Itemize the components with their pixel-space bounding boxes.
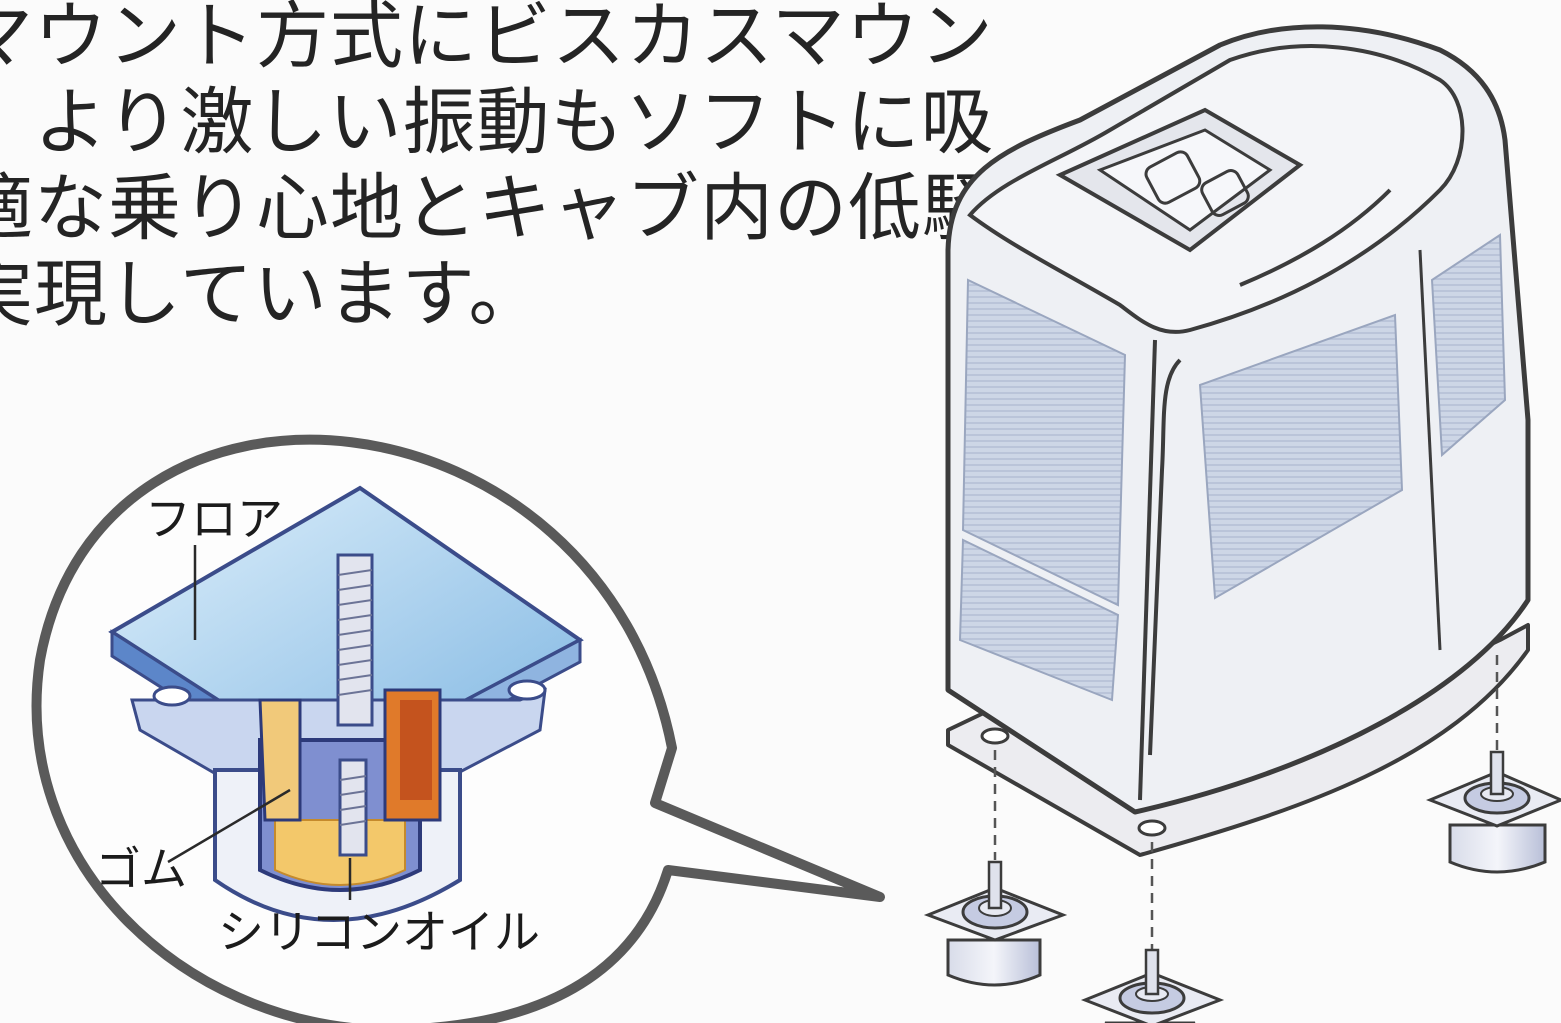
body-line-3: 適な乗り心地とキャブ内の低騒 xyxy=(0,166,996,251)
mount-cross-section xyxy=(108,485,584,922)
body-paragraph: マウント方式にビスカスマウン 。より激しい振動もソフトに吸 適な乗り心地とキャブ… xyxy=(0,0,996,338)
body-line-4: 実現しています。 xyxy=(0,252,543,337)
mount-2 xyxy=(1080,948,1225,1023)
cab-illustration xyxy=(945,24,1531,950)
body-line-1: マウント方式にビスカスマウン xyxy=(0,0,994,79)
mount-1 xyxy=(923,860,1068,987)
label-rubber: ゴム xyxy=(95,842,187,896)
label-silicone-oil: シリコンオイル xyxy=(218,905,540,959)
mount-3 xyxy=(1425,750,1561,874)
body-line-2: 。より激しい振動もソフトに吸 xyxy=(0,80,995,165)
label-floor: フロア xyxy=(145,492,283,546)
